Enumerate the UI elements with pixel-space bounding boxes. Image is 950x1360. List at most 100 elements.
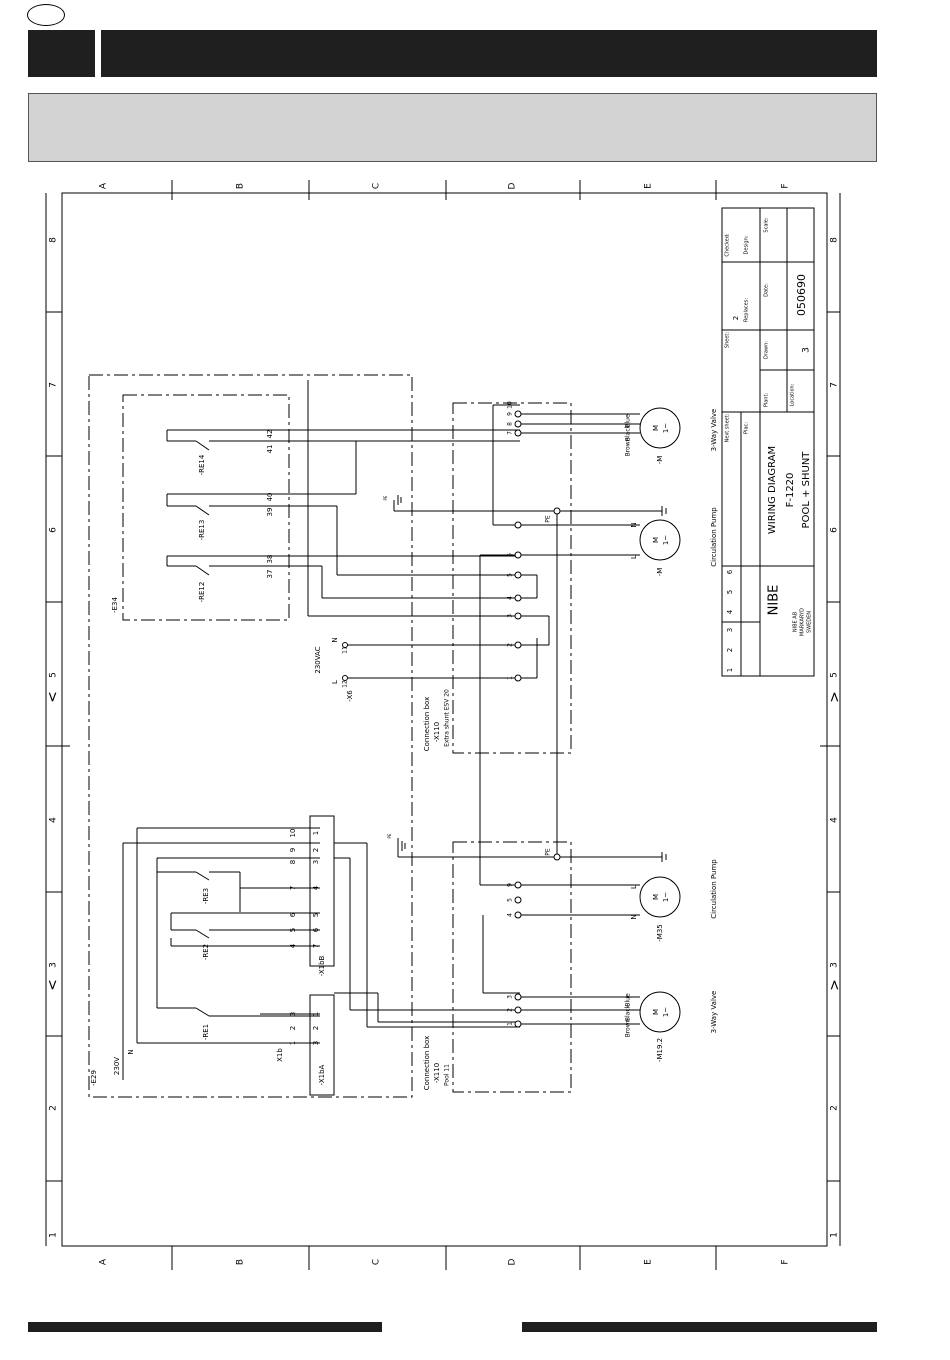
revision-number: 3	[726, 628, 734, 632]
label-m-valve: -M	[656, 456, 664, 465]
title-subtitle: POOL + SHUNT	[801, 451, 812, 529]
x1bb-right-number: 5	[312, 913, 320, 917]
label-n-pump-lower: N	[630, 914, 638, 919]
revision-number: 1	[726, 668, 734, 672]
x1bb-left-number: 4	[289, 943, 297, 948]
row-number-right: 2	[830, 1105, 840, 1111]
arrow-mark-right-lower: <	[826, 979, 842, 991]
x1bb-right-number: 3	[312, 860, 320, 864]
enclosure-x110-lower	[452, 841, 572, 1093]
label-e34: -E34	[111, 597, 119, 613]
plac-label: Plac:	[744, 422, 750, 434]
column-letter-top: A	[99, 182, 109, 189]
x1ba-left-number: 1	[289, 1041, 297, 1045]
motor-phase-symbol: 1~	[662, 892, 670, 902]
row-number-left: 5	[49, 672, 59, 678]
x1bb-left-number: 5	[289, 928, 297, 932]
header-chapter-block	[28, 30, 95, 77]
row-number-left: 7	[49, 382, 59, 388]
row-number-left: 1	[49, 1232, 59, 1238]
row-number-left: 8	[49, 237, 59, 243]
x1ba-right-number: 2	[312, 1026, 320, 1030]
row-number-right: 8	[830, 237, 840, 243]
date-label: Date:	[764, 283, 770, 297]
sheet-value: 2	[732, 316, 740, 320]
terminal-strip-x1ba	[309, 994, 335, 1096]
column-letter-bottom: B	[236, 1259, 246, 1265]
x6-terminal-number: 11	[342, 646, 349, 654]
nibe-logo: NIBE	[767, 585, 782, 616]
x110-lower-terminal-number: 3	[507, 995, 514, 999]
x110-terminal-number: 5	[507, 573, 514, 577]
drawing-number: 050690	[795, 274, 808, 316]
revision-number: 6	[726, 569, 734, 574]
label-pe-ground-lower: PE	[387, 833, 392, 838]
label-l-pump-lower: L	[630, 885, 638, 889]
x110-terminal-number: 10	[507, 401, 514, 409]
revision-number: 5	[726, 590, 734, 594]
relay-terminal-number: 41	[266, 445, 274, 454]
row-number-right: 4	[830, 817, 840, 823]
relay-re2	[170, 912, 320, 939]
label-x1bb: -X1bB	[318, 955, 326, 976]
relay-re12	[166, 555, 260, 576]
motor-phase-symbol: 1~	[662, 423, 670, 433]
row-number-right: 5	[830, 672, 840, 678]
diagram-frame	[61, 192, 828, 1247]
x6-terminal-number: 12	[342, 680, 349, 688]
label-x1ba: -X1bA	[318, 1064, 326, 1085]
replaces-label: Replaces:	[744, 298, 750, 322]
title-wiring-diagram: WIRING DIAGRAM	[767, 446, 778, 534]
x1bb-left-number: 7	[289, 886, 297, 890]
x110-lower-terminal-number: 2	[507, 1008, 514, 1012]
label-pool-11: Pool 11	[444, 1064, 451, 1086]
title-model: F-1220	[785, 473, 796, 508]
label-blue-lower: Blue	[625, 993, 632, 1007]
motor-m-symbol: M	[652, 425, 660, 431]
column-letter-top: D	[508, 182, 518, 189]
relay-re1	[157, 1007, 320, 1017]
x1bb-right-number: 6	[312, 927, 320, 932]
motor-valve-upper	[639, 407, 681, 449]
arrow-mark-left-upper: <	[45, 691, 61, 703]
row-number-right: 3	[830, 962, 840, 968]
label-m-pump: -M	[656, 568, 664, 577]
plant-label: Plant:	[764, 393, 770, 408]
label-brown-upper: Brown	[625, 437, 632, 456]
column-letter-top: B	[236, 183, 246, 189]
x1ba-left-number: 2	[289, 1026, 297, 1030]
motor-phase-symbol: 1~	[662, 1007, 670, 1017]
label-x110-upper: -X110	[433, 722, 441, 742]
label-n-lower: N	[127, 1049, 135, 1054]
relay-re3	[156, 858, 241, 1008]
x110-lower-terminal-number: 5	[507, 898, 514, 902]
label-l-x6: L	[331, 680, 339, 684]
label-extra-shunt: Extra shunt ESV 20	[444, 689, 451, 747]
row-number-right: 6	[830, 527, 840, 533]
column-letter-bottom: F	[781, 1259, 791, 1264]
x1bb-right-number: 7	[312, 944, 320, 948]
revision-number: 4	[726, 609, 734, 614]
label-re3: -RE3	[202, 888, 210, 904]
x110-terminal-number: 3	[507, 614, 514, 618]
sheet-total: 3	[802, 347, 812, 353]
x110-lower-terminal-number: 9	[507, 883, 514, 887]
label-brown-lower: Brown	[625, 1018, 632, 1037]
sheet-label: Sheet:	[725, 332, 731, 348]
design-label: Design:	[744, 235, 750, 254]
x110-terminal-number: 9	[507, 412, 514, 416]
x1ba-right-number: 3	[312, 1041, 320, 1045]
motor-valve-m19-2	[639, 991, 681, 1033]
x1bb-left-number: 6	[289, 912, 297, 917]
title-block	[721, 207, 815, 677]
row-number-left: 3	[49, 962, 59, 968]
relay-terminal-number: 37	[266, 570, 274, 579]
x1bb-right-number: 2	[312, 848, 320, 852]
label-black-upper: Black	[625, 424, 632, 441]
label-n-x6: N	[331, 637, 339, 642]
label-230vac: 230VAC	[314, 646, 322, 673]
label-connection-box-upper: Connection box	[423, 697, 431, 752]
row-number-left: 2	[49, 1105, 59, 1111]
column-letter-bottom: C	[372, 1259, 382, 1265]
